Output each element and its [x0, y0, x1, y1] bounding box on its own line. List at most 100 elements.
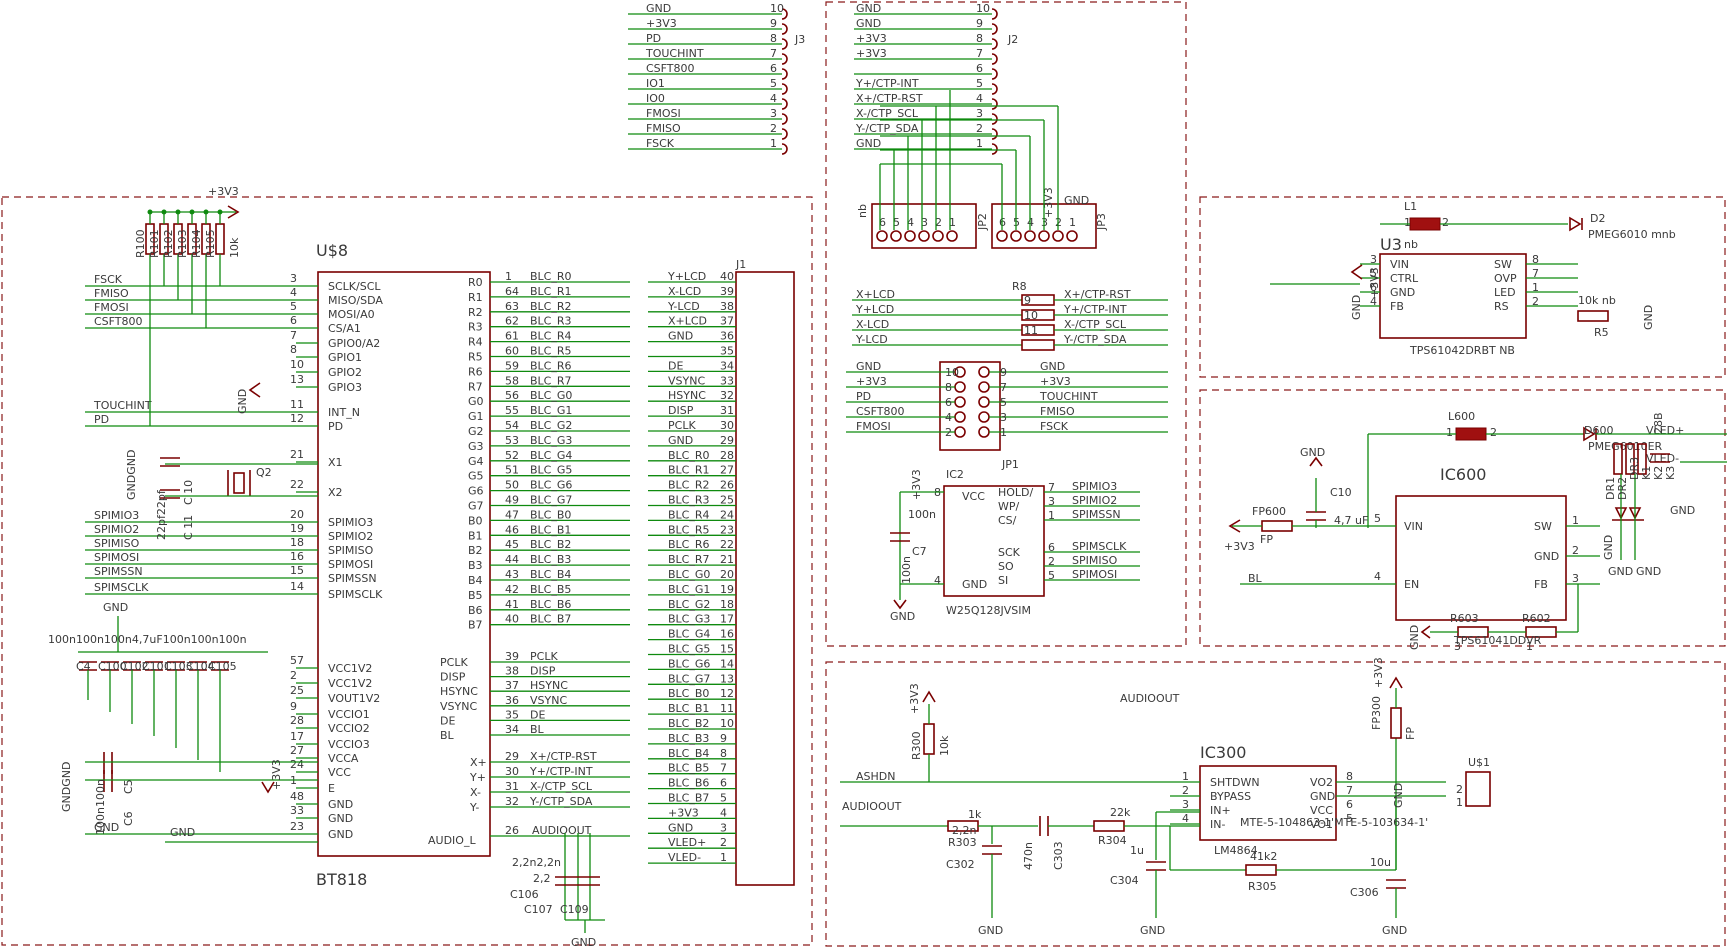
- ic600-pin-number-right: 2: [1572, 544, 1579, 557]
- jp1-pin-number-left: 2: [945, 426, 952, 439]
- j2-contact: [991, 23, 998, 35]
- bt818-r-pin-number: 63: [505, 300, 519, 313]
- j1-pin-number: 5: [720, 792, 727, 805]
- vcca-ref-c6: C6: [122, 811, 135, 826]
- ic2-r-pin-name: WP/: [998, 500, 1020, 513]
- j1-net-label: BLC_G7: [668, 672, 710, 685]
- ic300-v: +3V3: [908, 683, 921, 714]
- j1-net-label: BLC_R0: [668, 449, 710, 462]
- j1-pin-number: 27: [720, 464, 734, 477]
- bt818-r-pin-name: R6: [468, 365, 483, 378]
- u3-pin-number-left: 4: [1370, 295, 1377, 308]
- ic300-r-pin-number: 8: [1346, 770, 1353, 783]
- bt818-r-net-label: BLC_G7: [530, 494, 572, 507]
- crystal-cap-ref-2: C 10: [182, 480, 195, 505]
- bt818-r-net-label: BLC_G5: [530, 464, 572, 477]
- ic300-feedback: 41k2 R305: [1169, 796, 1397, 893]
- bt818-r-pin-number: 42: [505, 583, 519, 596]
- ic2-decoupling: +3V3 100n 100n C7 GND: [890, 469, 944, 623]
- bt818-r3-pin-name: Y-: [469, 801, 479, 814]
- j3-pin-number: 10: [770, 2, 784, 15]
- bt818-pin-name: VCCIO1: [328, 708, 370, 721]
- ic300-r-pin-name: VCC: [1310, 804, 1333, 817]
- decap-ref: C100: [98, 660, 127, 673]
- ic600-pin-number-left: 4: [1374, 570, 1381, 583]
- bt818-pin-name: VCC1V2: [328, 662, 372, 675]
- bt818-pin-number: 22: [290, 478, 304, 491]
- r8-right-label: Y+/CTP-INT: [1063, 303, 1127, 316]
- bt818-net-label: FMISO: [94, 287, 129, 300]
- u3-pin-name-left: FB: [1390, 300, 1404, 313]
- vcca-supply-arrow: [261, 781, 275, 794]
- bt818-pin-number: 23: [290, 820, 304, 833]
- bt818-net-label: GND: [94, 821, 119, 834]
- jp3-pad: [1066, 230, 1078, 242]
- audio-caps-gnd: GND: [571, 936, 596, 949]
- bt818-pin-name: SPIMOSI: [328, 558, 373, 571]
- j1-pin-number: 2: [720, 836, 727, 849]
- bt818-net-label: SPIMIO2: [94, 523, 139, 536]
- ic300-pin-number: 1: [1182, 770, 1189, 783]
- j1-net-label: BLC_B6: [668, 777, 709, 790]
- jp1-net-right: +3V3: [1040, 375, 1071, 388]
- ic600-gnd-top: GND: [1300, 446, 1325, 459]
- bt818-r3-net-label: X+/CTP-RST: [530, 750, 597, 763]
- j2-net-label: Y+/CTP-INT: [855, 77, 919, 90]
- bt818-pin-name: SCLK/SCL: [328, 280, 381, 293]
- j1-net-label: PCLK: [668, 419, 696, 432]
- j2-net-label: X+/CTP-RST: [856, 92, 923, 105]
- ic300-pin-name: BYPASS: [1210, 790, 1251, 803]
- jp2-pad: [890, 230, 902, 242]
- bt818-r-pin-number: 52: [505, 449, 519, 462]
- j1-pin-number: 32: [720, 389, 734, 402]
- jp1-pad-right: [978, 411, 990, 423]
- j1-pin-number: 24: [720, 508, 734, 521]
- bt818-r-pin-name: R4: [468, 336, 483, 349]
- j3-ref: J3: [794, 33, 805, 46]
- bt818-pin-name: SPIMIO3: [328, 516, 373, 529]
- ic300-r-pin-name: GND: [1310, 790, 1335, 803]
- ic600-input: GND C10 4,7 uF FP600 FP +3V3 BL: [1224, 446, 1396, 585]
- bt818-r-net-label: BLC_G1: [530, 404, 572, 417]
- j3-net-label: FMOSI: [646, 107, 681, 120]
- jp-wires: [879, 90, 1059, 230]
- ic600-l600: L600: [1448, 410, 1475, 423]
- j1-pin-number: 7: [720, 762, 727, 775]
- j1-net-label: GND: [668, 434, 693, 447]
- jp1-pad-right: [978, 396, 990, 408]
- j1-pin-number: 31: [720, 404, 734, 417]
- ic2-r-pin-name: SI: [998, 574, 1008, 587]
- bt818-pin-number: 4: [290, 286, 297, 299]
- u3-pin-number-left: 3: [1370, 253, 1377, 266]
- j1-net-label: BLC_R7: [668, 553, 710, 566]
- bt818-r-pin-name: G4: [468, 455, 484, 468]
- u3-l1-pin1: 1: [1404, 216, 1411, 229]
- u3-pin-name-left: CTRL: [1390, 272, 1419, 285]
- jp1-pin-number-left: 6: [945, 396, 952, 409]
- ic300-title: AUDIOOUT: [1120, 692, 1180, 705]
- ic300-r303-val: 1k: [968, 808, 982, 821]
- bt818-r-pin-number: 54: [505, 419, 519, 432]
- ic2-gnd-symbol: [893, 599, 907, 610]
- j2-net-label: GND: [856, 137, 881, 150]
- j1-pin-number: 23: [720, 523, 734, 536]
- r8-ref: R8: [1012, 280, 1027, 293]
- bt818-r-pin-number: 59: [505, 359, 519, 372]
- jp1-net-left: CSFT800: [856, 405, 905, 418]
- j2-pin-number: 1: [976, 137, 983, 150]
- j1-net-label: BLC_R6: [668, 538, 710, 551]
- bt818-r2-net-label: BL: [530, 723, 545, 736]
- bt818-net-label: SPIMSCLK: [94, 581, 149, 594]
- ic300-pin-name: SHTDWN: [1210, 776, 1260, 789]
- bt818-r-pin-name: B7: [468, 619, 483, 632]
- bt818-r-pin-name: R3: [468, 321, 483, 334]
- bt818-r-net-label: BLC_G6: [530, 479, 572, 492]
- ic300-r304-val: 22k: [1110, 806, 1131, 819]
- j2-contact: [991, 68, 998, 80]
- ic300-fp300: FP300: [1370, 696, 1383, 730]
- ic600-supply-arrow: [1228, 519, 1241, 533]
- ic300-c303: C303: [1052, 841, 1065, 870]
